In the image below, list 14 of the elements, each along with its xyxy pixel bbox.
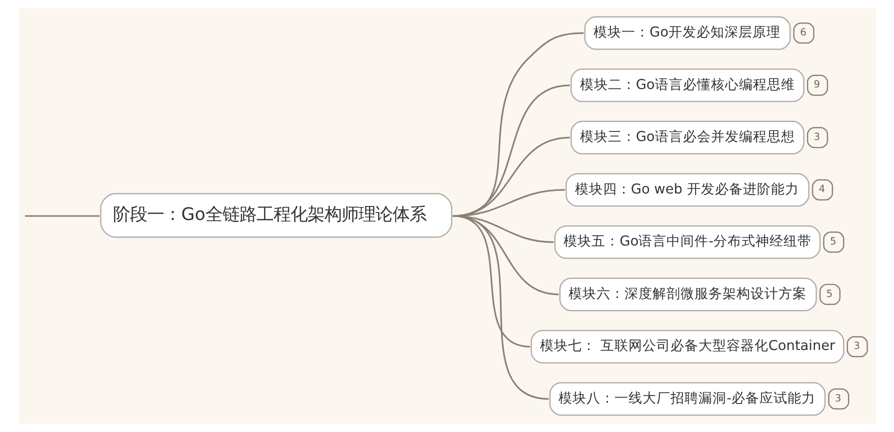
connector — [452, 32, 584, 217]
node-label: 5 — [826, 288, 832, 300]
node-label: 3 — [813, 132, 820, 143]
node-label: 9 — [813, 80, 820, 91]
node-label: 4 — [818, 184, 825, 196]
connector — [452, 215, 548, 400]
connector — [452, 136, 570, 217]
node-label: 5 — [829, 236, 836, 248]
connector — [24, 215, 100, 217]
node-label: 3 — [834, 393, 841, 404]
node-label: 6 — [800, 27, 806, 38]
connector — [452, 189, 564, 217]
node-label: 3 — [853, 341, 860, 352]
connector — [452, 84, 570, 217]
